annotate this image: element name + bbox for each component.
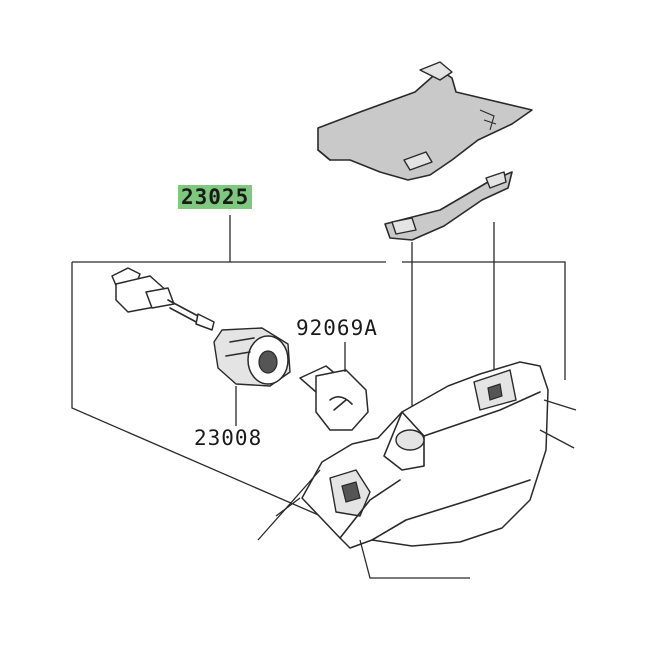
assembly-leader-lines bbox=[71, 215, 566, 521]
callout-bulb-92069A[interactable]: 92069A bbox=[296, 316, 378, 340]
bulb bbox=[299, 342, 369, 431]
lens-housing bbox=[301, 361, 549, 549]
callout-socket-23008[interactable]: 23008 bbox=[194, 426, 263, 450]
callout-assembly-23025[interactable]: 23025 bbox=[178, 185, 253, 209]
misc-leader-lines bbox=[235, 386, 577, 579]
socket-and-harness bbox=[111, 267, 291, 387]
mounting-bracket bbox=[317, 61, 533, 241]
